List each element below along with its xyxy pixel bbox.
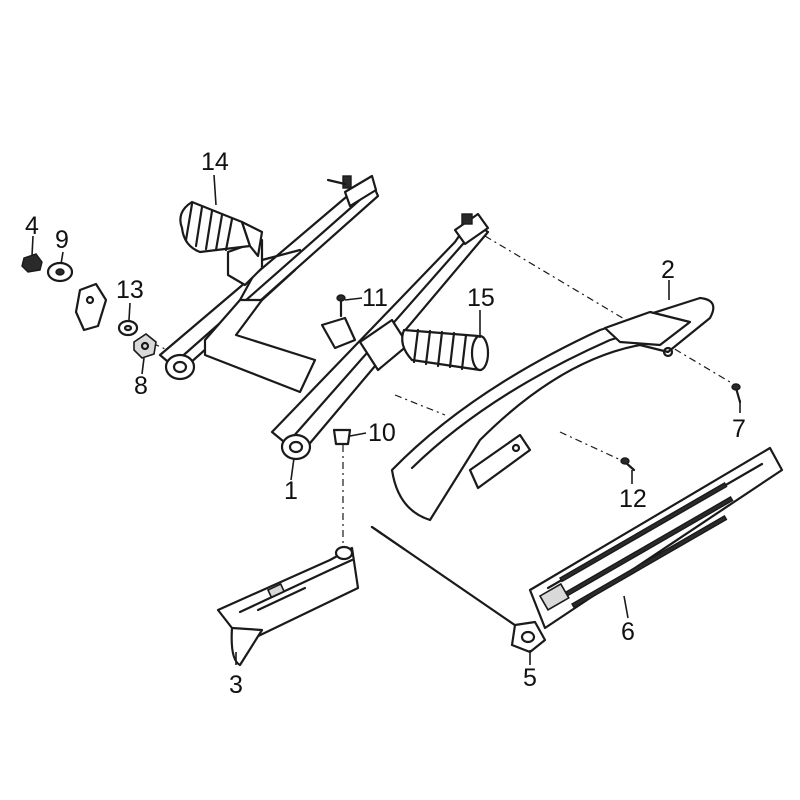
assembly-guide-lines [144,235,736,545]
bolt-7[interactable] [731,383,742,404]
nut-8[interactable] [133,333,157,359]
callout-11: 11 [362,284,388,312]
chain-guard[interactable] [390,296,715,522]
axle-bolt[interactable] [370,525,547,654]
callout-13: 13 [116,276,144,304]
callout-labels: 1 2 3 4 5 6 7 8 9 10 11 12 13 14 15 [25,148,746,699]
callout-10: 10 [368,419,396,447]
swing-arm[interactable] [158,174,490,461]
bolt-4[interactable] [21,253,43,273]
callout-15: 15 [467,284,495,312]
bracket-plate[interactable] [74,282,108,332]
callout-6: 6 [621,618,635,646]
washer-9[interactable] [46,261,74,283]
callout-4: 4 [25,212,39,240]
bolt-12[interactable] [620,457,636,472]
collar-10[interactable] [332,428,352,446]
callout-2: 2 [661,256,675,284]
callout-12: 12 [619,485,647,513]
leader-lines [31,174,741,665]
callout-8: 8 [134,372,148,400]
callout-14: 14 [201,148,229,176]
washer-13[interactable] [117,319,139,337]
chain-adjuster[interactable] [216,545,360,667]
callout-7: 7 [732,415,746,443]
bolt-11[interactable] [336,294,346,318]
callout-3: 3 [229,671,243,699]
right-footrest[interactable] [401,328,490,372]
callout-5: 5 [523,664,537,692]
callout-9: 9 [55,226,69,254]
left-footrest[interactable] [179,200,264,258]
callout-1: 1 [284,477,298,505]
warning-decal [528,446,784,630]
